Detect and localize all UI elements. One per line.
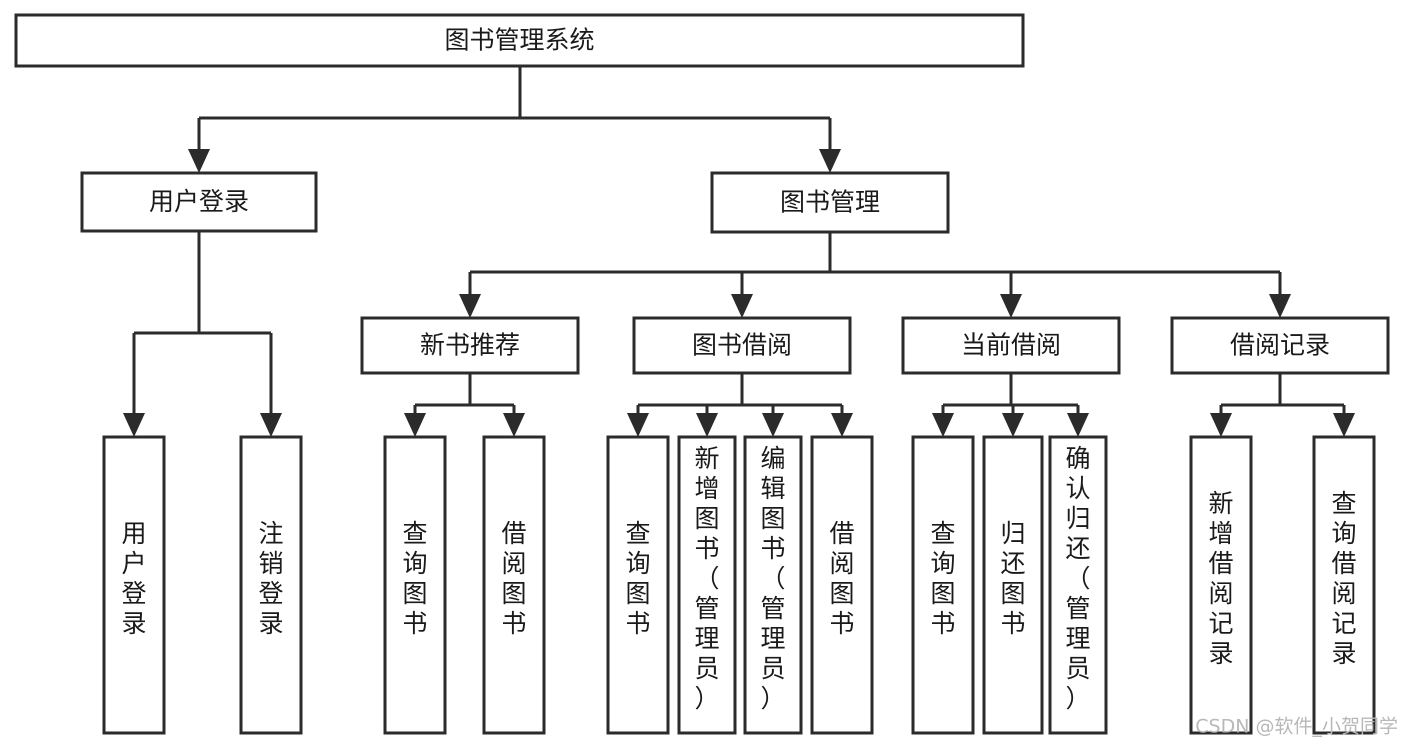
bookmanagement-to-level2-arrow-0 [459,294,481,318]
node-leaf-query-book-3-box[interactable] [911,435,975,735]
node-leaf-query-book-1[interactable]: 查询图书 [383,435,447,735]
node-leaf-add-book[interactable]: 新增图书（管理员） [677,435,737,735]
node-user-login-label: 用户登录 [149,187,249,216]
bookmanagement-to-level2-arrow-1 [731,294,753,318]
node-book-management-label: 图书管理 [780,188,880,217]
bookmanagement-to-level2-arrow-3 [1269,294,1291,318]
new-book-recommend-children-arrow-0 [404,413,426,437]
node-leaf-user-login-label: 用户登录 [121,519,146,638]
new-book-recommend-children-arrow-1 [503,413,525,437]
node-leaf-confirm-return-label: 确认归还（管理员） [1065,444,1090,713]
node-leaf-borrow-book-1-box[interactable] [482,435,546,735]
node-root[interactable]: 图书管理系统 [14,13,1025,68]
node-root-box[interactable] [14,13,1025,68]
node-new-book-recommend-label: 新书推荐 [420,331,520,360]
node-leaf-borrow-book-2-label: 借阅图书 [829,519,854,638]
node-current-borrow-box[interactable] [901,316,1121,375]
borrow-record-children-arrow-0 [1210,413,1232,437]
node-borrow-record-label: 借阅记录 [1230,331,1330,360]
book-borrow-children-arrow-1 [696,413,718,437]
node-leaf-edit-book-label: 编辑图书（管理员） [760,444,785,713]
node-leaf-query-book-3[interactable]: 查询图书 [911,435,975,735]
node-user-login[interactable]: 用户登录 [80,171,318,233]
node-book-borrow-label: 图书借阅 [692,331,792,360]
node-leaf-add-record-label: 新增借阅记录 [1208,489,1233,668]
node-leaf-query-record[interactable]: 查询借阅记录 [1312,435,1376,735]
node-leaf-return-book[interactable]: 归还图书 [982,435,1044,735]
node-book-management[interactable]: 图书管理 [710,171,950,234]
book-borrow-children-arrow-0 [627,413,649,437]
node-leaf-confirm-return-box[interactable] [1048,435,1108,735]
node-leaf-borrow-book-1[interactable]: 借阅图书 [482,435,546,735]
node-leaf-query-record-box[interactable] [1312,435,1376,735]
csdn-watermark: CSDN @软件_小贺同学 [1195,716,1398,738]
current-borrow-children-arrow-2 [1067,413,1089,437]
node-leaf-return-book-box[interactable] [982,435,1044,735]
userlogin-to-leaves-arrow-1 [260,413,282,437]
node-new-book-recommend-box[interactable] [360,316,580,375]
node-book-management-box[interactable] [710,171,950,234]
node-current-borrow-label: 当前借阅 [961,331,1061,360]
node-leaf-logout-box[interactable] [239,435,303,735]
node-leaf-borrow-book-2[interactable]: 借阅图书 [810,435,874,735]
node-leaf-edit-book[interactable]: 编辑图书（管理员） [743,435,803,735]
node-leaf-edit-book-box[interactable] [743,435,803,735]
node-borrow-record-box[interactable] [1170,316,1390,375]
current-borrow-children-arrow-1 [1002,413,1024,437]
node-root-label: 图书管理系统 [444,26,594,55]
book-borrow-children-arrow-2 [762,413,784,437]
node-leaf-user-login-box[interactable] [102,435,166,735]
node-leaf-confirm-return[interactable]: 确认归还（管理员） [1048,435,1108,735]
node-leaf-add-book-label: 新增图书（管理员） [694,444,719,713]
node-leaf-query-book-2[interactable]: 查询图书 [606,435,670,735]
node-leaf-borrow-book-1-label: 借阅图书 [501,519,526,638]
node-leaf-query-book-1-box[interactable] [383,435,447,735]
node-book-borrow-box[interactable] [632,316,852,375]
borrow-record-children-arrow-1 [1333,413,1355,437]
nodes-layer: 图书管理系统用户登录图书管理新书推荐图书借阅当前借阅借阅记录用户登录注销登录查询… [14,13,1390,735]
node-borrow-record[interactable]: 借阅记录 [1170,316,1390,375]
root-to-level1-arrow-1 [819,149,841,173]
node-leaf-add-record-box[interactable] [1189,435,1253,735]
root-to-level1-arrow-0 [188,149,210,173]
userlogin-to-leaves-arrow-0 [123,413,145,437]
node-new-book-recommend[interactable]: 新书推荐 [360,316,580,375]
connectors-layer [123,66,1355,437]
node-user-login-box[interactable] [80,171,318,233]
node-leaf-query-book-2-label: 查询图书 [625,519,650,638]
node-leaf-add-book-box[interactable] [677,435,737,735]
node-leaf-query-record-label: 查询借阅记录 [1331,489,1356,668]
current-borrow-children-arrow-0 [932,413,954,437]
node-leaf-logout-label: 注销登录 [258,519,283,638]
node-leaf-query-book-3-label: 查询图书 [930,519,955,638]
bookmanagement-to-level2-arrow-2 [1000,294,1022,318]
book-borrow-children-arrow-3 [831,413,853,437]
node-current-borrow[interactable]: 当前借阅 [901,316,1121,375]
node-leaf-query-book-2-box[interactable] [606,435,670,735]
node-leaf-user-login[interactable]: 用户登录 [102,435,166,735]
node-leaf-return-book-label: 归还图书 [1000,519,1025,638]
node-leaf-logout[interactable]: 注销登录 [239,435,303,735]
node-leaf-query-book-1-label: 查询图书 [402,519,427,638]
node-book-borrow[interactable]: 图书借阅 [632,316,852,375]
node-leaf-add-record[interactable]: 新增借阅记录 [1189,435,1253,735]
node-leaf-borrow-book-2-box[interactable] [810,435,874,735]
